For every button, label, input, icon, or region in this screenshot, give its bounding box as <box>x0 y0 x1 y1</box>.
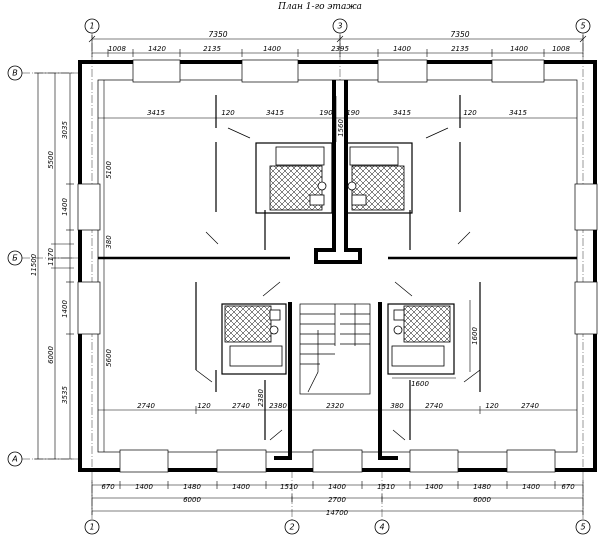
dim-bottom-group: 2700 <box>328 496 346 504</box>
dim-bottom-seg: 670 <box>561 483 575 491</box>
upper-left-bathroom <box>255 142 333 214</box>
dim-bottom-group: 6000 <box>183 496 201 504</box>
dim-left-seg: 1400 <box>61 198 69 216</box>
dim-top-seg: 1008 <box>108 45 126 53</box>
dim-v-2380: 2380 <box>257 389 265 407</box>
axis-bubble-c1: 1 <box>84 18 100 34</box>
dim-bottom-seg: 1400 <box>135 483 153 491</box>
dim-top-seg: 1008 <box>552 45 570 53</box>
axis-bubble-c3: 3 <box>332 18 348 34</box>
svg-text:4: 4 <box>379 523 384 532</box>
axis-bubble-c2: 2 <box>284 519 300 535</box>
dim-bottom-seg: 670 <box>101 483 115 491</box>
dim-bottom-seg: 1400 <box>425 483 443 491</box>
dim-inner: 2740 <box>137 402 155 410</box>
axis-bubble-c5: 5 <box>575 18 591 34</box>
dim-left-mid: 1170 <box>47 248 55 266</box>
plan-title: План 1-го этажа <box>277 2 362 12</box>
svg-text:5: 5 <box>580 523 585 532</box>
dim-v-upper-left: 5100 <box>105 161 113 179</box>
dim-top-seg: 1400 <box>263 45 281 53</box>
dim-bottom-seg: 1400 <box>328 483 346 491</box>
svg-text:В: В <box>12 69 18 78</box>
dim-top-seg: 2395 <box>331 45 349 53</box>
svg-text:1: 1 <box>89 22 94 31</box>
dim-left-overall: 11500 <box>30 253 38 276</box>
dim-inner: 3415 <box>147 109 165 117</box>
stairwell <box>299 303 371 395</box>
axis-bubble-c5-bottom: 5 <box>575 519 591 535</box>
interior-walls <box>98 80 577 460</box>
dim-left-seg: 3035 <box>61 121 69 139</box>
dim-inner: 120 <box>463 109 477 117</box>
dim-inner: 3415 <box>393 109 411 117</box>
dim-bottom-seg: 1510 <box>377 483 395 491</box>
dim-inner: 380 <box>390 402 404 410</box>
dim-bottom-overall: 14700 <box>326 509 349 517</box>
svg-text:А: А <box>11 455 17 464</box>
dim-top-seg: 1400 <box>393 45 411 53</box>
svg-text:1: 1 <box>89 523 94 532</box>
dim-left-upper: 5500 <box>47 151 55 169</box>
dim-v-lower-left: 5600 <box>105 349 113 367</box>
svg-text:3: 3 <box>337 22 342 31</box>
dim-top-seg: 2135 <box>451 45 469 53</box>
dim-v-upper-right: 1560 <box>337 119 345 137</box>
dim-inner: 120 <box>197 402 211 410</box>
dim-inner: 120 <box>221 109 235 117</box>
axis-lines <box>22 30 584 520</box>
dim-stair: 2320 <box>326 402 344 410</box>
dim-top-seg: 1400 <box>510 45 528 53</box>
dim-inner: 2740 <box>425 402 443 410</box>
dim-inner: 190 <box>346 109 360 117</box>
dim-inner: 120 <box>485 402 499 410</box>
dim-inner: 2740 <box>232 402 250 410</box>
dim-inner: 2380 <box>269 402 287 410</box>
bottom-dimension-chain: 670 1400 1480 1400 1510 1400 1510 1400 1… <box>91 480 584 517</box>
svg-text:2: 2 <box>289 523 294 532</box>
dim-inner: 3415 <box>266 109 284 117</box>
axis-bubble-c4: 4 <box>374 519 390 535</box>
dim-v-380: 380 <box>105 235 113 249</box>
svg-text:5: 5 <box>580 22 585 31</box>
dim-top-left: 7350 <box>208 30 227 39</box>
lower-right-bathroom <box>387 303 455 375</box>
dim-bottom-seg: 1480 <box>183 483 201 491</box>
left-dimension-chain: 11500 5500 6000 1170 3035 1400 1400 3535 <box>30 72 74 460</box>
axis-bubble-rA: А <box>7 451 23 467</box>
inner-dimensions: 3415 120 3415 190 190 3415 120 3415 2740… <box>98 80 577 452</box>
top-dimension-chain: 7350 7350 1008 1420 2135 1400 2395 1400 … <box>88 30 587 57</box>
dim-top-right: 7350 <box>450 30 469 39</box>
dim-bottom-seg: 1510 <box>280 483 298 491</box>
lower-left-bathroom <box>221 303 287 375</box>
dim-left-seg: 3535 <box>61 386 69 404</box>
dim-inner: 190 <box>319 109 333 117</box>
axis-bubble-rB: Б <box>7 250 23 266</box>
upper-right-bathroom <box>345 142 413 214</box>
outer-walls <box>77 59 598 473</box>
dim-bottom-seg: 1480 <box>473 483 491 491</box>
dim-bottom-seg: 1400 <box>232 483 250 491</box>
dim-inner: 3415 <box>509 109 527 117</box>
svg-text:Б: Б <box>12 254 18 263</box>
partitions <box>195 95 481 441</box>
dim-inner: 2740 <box>521 402 539 410</box>
dim-v-lower-right: 1600 <box>471 327 479 345</box>
dim-left-seg: 1400 <box>61 300 69 318</box>
dim-bottom-group: 6000 <box>473 496 491 504</box>
dim-top-seg: 2135 <box>203 45 221 53</box>
axis-bubble-c1-bottom: 1 <box>84 519 100 535</box>
dim-left-lower: 6000 <box>47 346 55 364</box>
axis-bubble-rV: В <box>7 65 23 81</box>
dim-bottom-seg: 1400 <box>522 483 540 491</box>
dim-top-seg: 1420 <box>148 45 166 53</box>
dim-h-lower-right: 1600 <box>411 380 429 388</box>
